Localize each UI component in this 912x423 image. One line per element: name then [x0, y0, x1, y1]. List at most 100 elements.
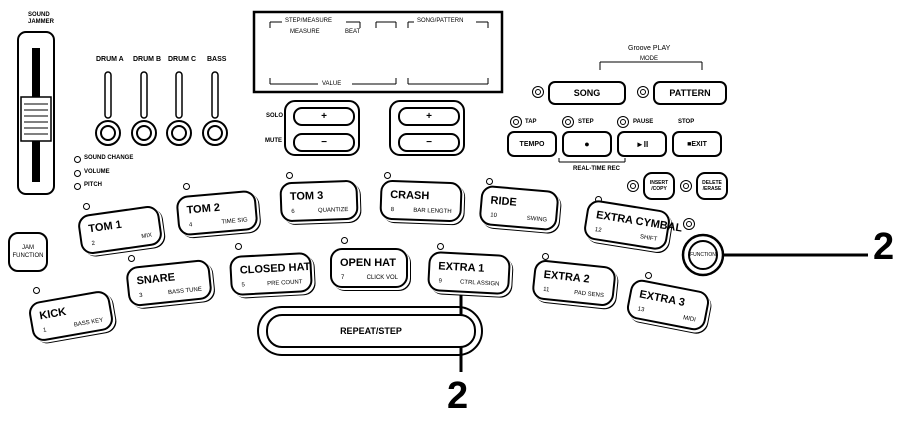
drum-b-knob[interactable]	[131, 120, 157, 146]
pad-extra3-function: MIDI	[682, 315, 697, 324]
pad-closed-hat-function: PRE COUNT	[267, 279, 303, 288]
drum-c-knob[interactable]	[166, 120, 192, 146]
sound-jammer-label: SOUND JAMMER	[28, 12, 55, 25]
mode-sound-change: SOUND CHANGE	[84, 155, 134, 161]
sound-jammer-slider[interactable]	[21, 97, 51, 141]
function-led	[683, 218, 695, 230]
pad-extra2-number: 11	[542, 286, 550, 294]
pad-extra2[interactable]: EXTRA 2 11 PAD SENS	[531, 258, 617, 308]
pad-kick-name: KICK	[38, 305, 68, 323]
callout-extra1: 2	[447, 375, 469, 417]
pad-snare-name: SNARE	[136, 271, 176, 288]
delete-led	[680, 180, 692, 192]
value-plus-button[interactable]: +	[398, 107, 460, 126]
jam-function-button[interactable]: JAM FUNCTION	[8, 232, 48, 272]
pitch-led	[74, 183, 81, 190]
pad-ride-function: SWING	[526, 215, 548, 224]
value-minus-button[interactable]: −	[398, 133, 460, 152]
pad-extra1[interactable]: EXTRA 1 9 CTRL ASSIGN	[427, 250, 511, 296]
mode-volume: VOLUME	[84, 169, 110, 175]
step-label: STEP	[578, 119, 594, 125]
pad-snare-function: BASS TUNE	[167, 286, 203, 297]
mute-label: MUTE	[265, 138, 282, 144]
repeat-step-button[interactable]: REPEAT/STEP	[266, 314, 476, 348]
sound-change-led	[74, 156, 81, 163]
pad-extra3-number: 13	[637, 306, 645, 314]
open-hat-led	[341, 237, 348, 244]
pad-extra-cymbal-number: 12	[594, 227, 602, 235]
pad-tom3-number: 6	[291, 208, 295, 215]
pad-open-hat-function: CLICK VOL	[366, 275, 398, 281]
pad-closed-hat[interactable]: CLOSED HAT 5 PRE COUNT	[229, 251, 313, 297]
knob-label-drum-a: DRUM A	[96, 56, 124, 63]
solo-label: SOLO	[266, 113, 284, 119]
pad-tom2-function: TIME SIG	[221, 217, 249, 226]
pad-crash[interactable]: CRASH 8 BAR LENGTH	[379, 179, 463, 223]
pad-tom1-function: MIX	[141, 232, 153, 241]
groove-mode-label: MODE	[640, 56, 658, 62]
pad-open-hat[interactable]: OPEN HAT 7 CLICK VOL	[330, 248, 408, 288]
play-pause-button[interactable]: ►II	[617, 131, 667, 157]
groove-play-title: Groove PLAY	[628, 45, 671, 52]
crash-led	[384, 172, 391, 179]
pad-crash-function: BAR LENGTH	[413, 207, 452, 216]
tom3-led	[286, 172, 293, 179]
tempo-button[interactable]: TEMPO	[507, 131, 557, 157]
song-button[interactable]: SONG	[548, 81, 626, 105]
extra1-led	[437, 243, 444, 250]
pad-tom2[interactable]: TOM 2 4 TIME SIG	[175, 189, 259, 237]
display-beat: BEAT	[345, 29, 361, 35]
knob-label-bass: BASS	[207, 56, 227, 63]
solo-plus-button[interactable]: +	[293, 107, 355, 126]
stop-label: STOP	[678, 119, 695, 125]
ride-led	[486, 178, 493, 185]
pad-ride-number: 10	[489, 212, 498, 220]
pattern-button[interactable]: PATTERN	[653, 81, 727, 105]
pad-tom3-name: TOM 3	[289, 189, 324, 204]
display-song-pattern: SONG/PATTERN	[417, 18, 464, 24]
record-button[interactable]: ●	[562, 131, 612, 157]
pad-extra1-function: CTRL ASSIGN	[459, 279, 500, 288]
pad-snare-number: 3	[138, 292, 143, 300]
insert-copy-button[interactable]: INSERT /COPY	[643, 172, 675, 200]
mute-minus-button[interactable]: −	[293, 133, 355, 152]
kick-led	[33, 287, 40, 294]
tom2-led	[183, 183, 190, 190]
pad-tom1-name: TOM 1	[87, 218, 123, 236]
knob-label-drum-b: DRUM B	[133, 56, 161, 63]
pad-extra3-name: EXTRA 3	[638, 288, 686, 310]
display-value: VALUE	[322, 81, 342, 87]
pattern-led	[637, 86, 649, 98]
pad-extra-cymbal-function: SHIFT	[639, 234, 658, 243]
drum-a-knob[interactable]	[95, 120, 121, 146]
realtime-rec-label: REAL-TIME REC	[573, 166, 620, 172]
function-button[interactable]: FUNCTION	[688, 240, 718, 270]
bass-knob[interactable]	[202, 120, 228, 146]
pause-led	[617, 116, 629, 128]
callout-function: 2	[873, 226, 895, 268]
pad-tom2-number: 4	[188, 222, 193, 229]
pad-ride[interactable]: RIDE 10 SWING	[478, 184, 560, 232]
pad-crash-name: CRASH	[389, 188, 430, 203]
step-led	[562, 116, 574, 128]
mode-pitch: PITCH	[84, 182, 102, 188]
pad-open-hat-name: OPEN HAT	[340, 257, 397, 269]
pad-tom3[interactable]: TOM 3 6 QUANTIZE	[279, 179, 359, 223]
pad-extra1-number: 9	[438, 278, 443, 285]
pad-extra1-name: EXTRA 1	[437, 260, 485, 275]
pad-ride-name: RIDE	[490, 194, 518, 209]
lcd-display	[254, 12, 502, 92]
pad-kick-number: 1	[42, 327, 48, 335]
pad-tom3-function: QUANTIZE	[317, 206, 349, 215]
closed-hat-led	[235, 243, 242, 250]
tom1-led	[83, 203, 90, 210]
pad-open-hat-number: 7	[341, 275, 345, 281]
pad-closed-hat-number: 5	[241, 282, 246, 289]
volume-led	[74, 170, 81, 177]
extra3-led	[645, 272, 652, 279]
pause-label: PAUSE	[633, 119, 654, 125]
display-step-measure: STEP/MEASURE	[285, 18, 333, 24]
stop-exit-button[interactable]: ■EXIT	[672, 131, 722, 157]
delete-erase-button[interactable]: DELETE /ERASE	[696, 172, 728, 200]
tap-led	[510, 116, 522, 128]
